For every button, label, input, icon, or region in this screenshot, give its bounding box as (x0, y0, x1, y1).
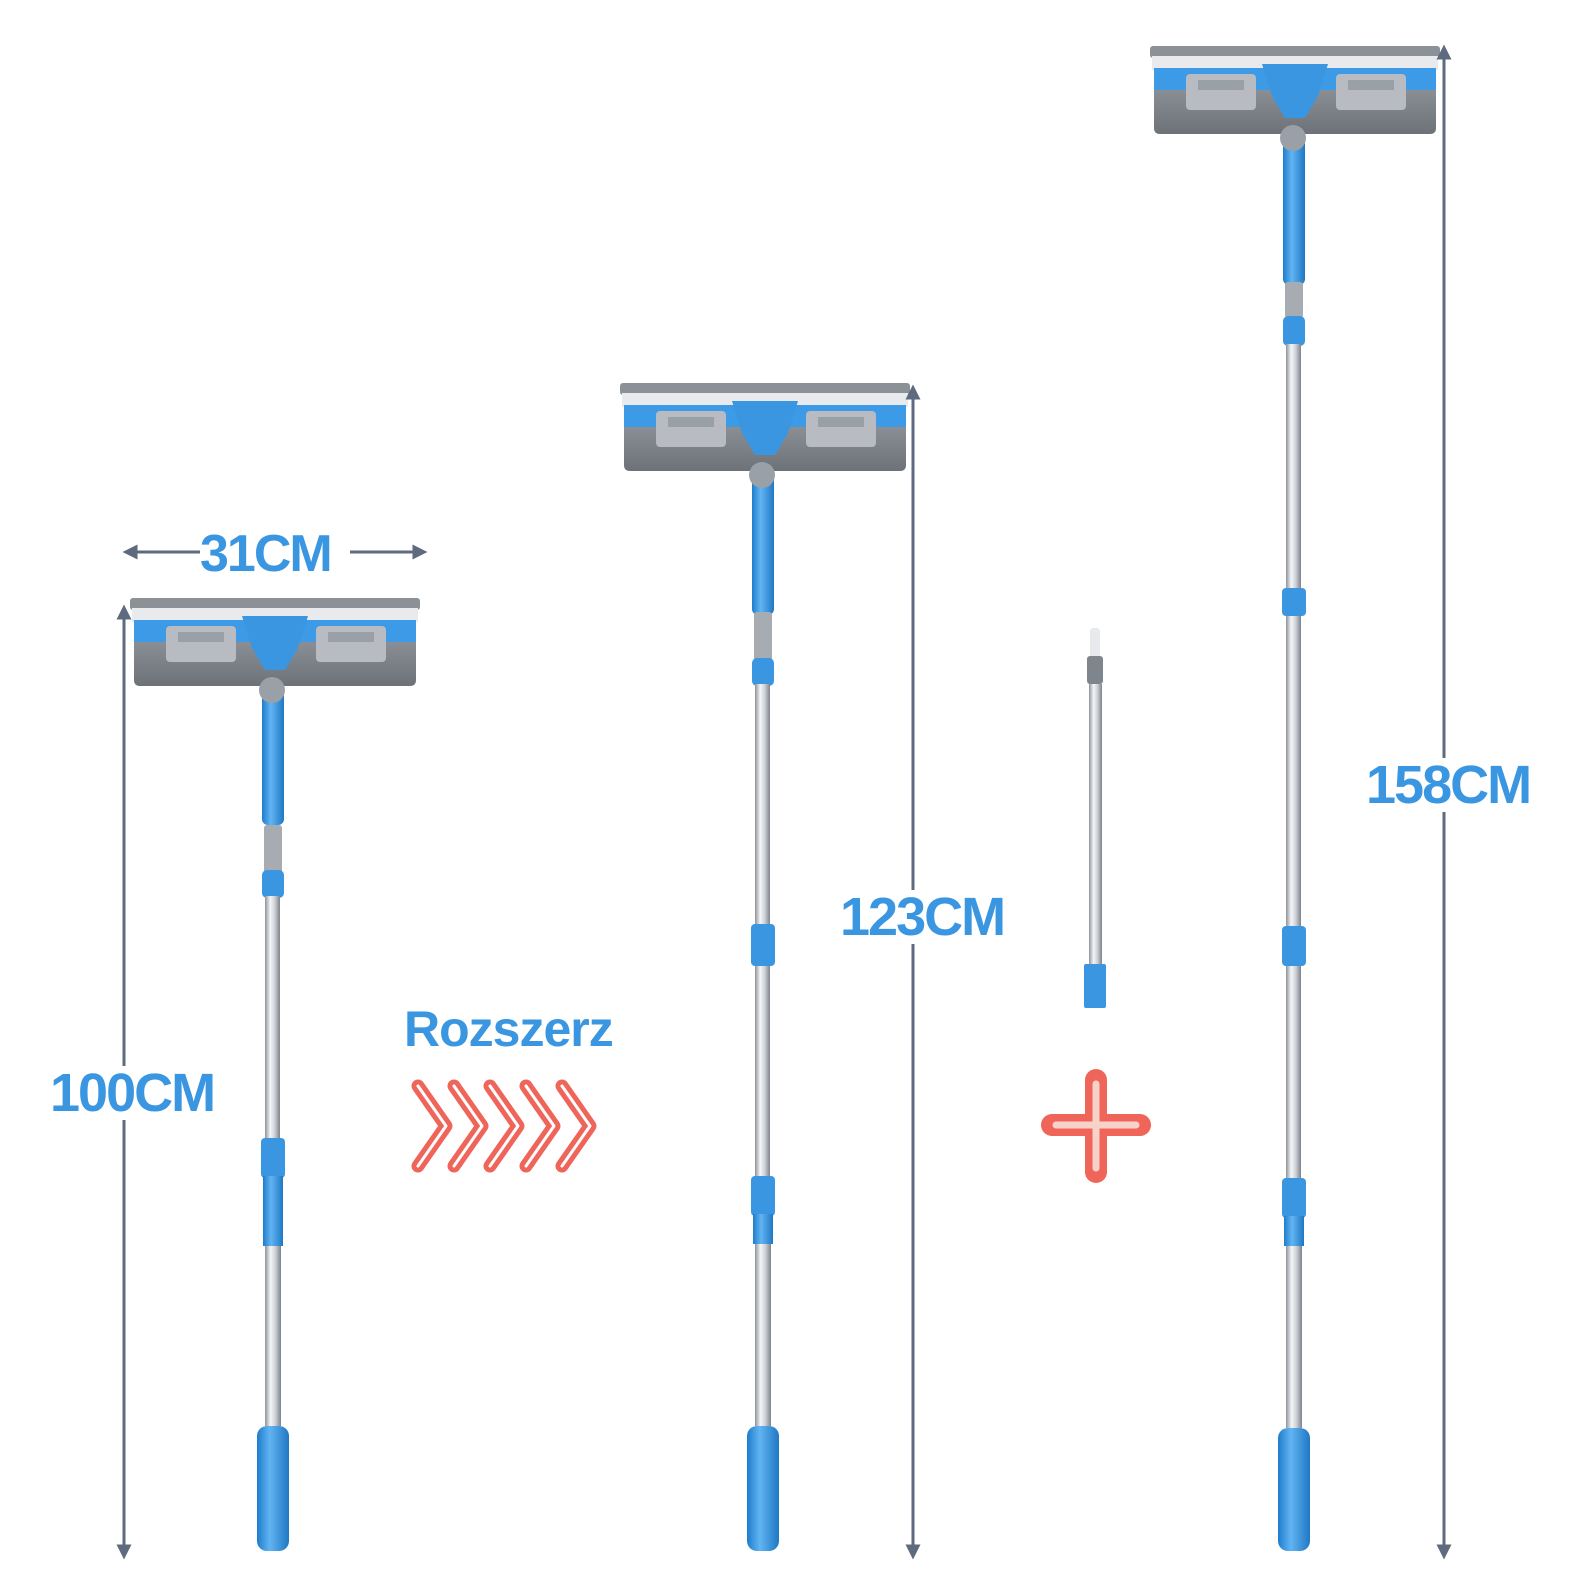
chevron-arrows-icon (411, 1079, 597, 1173)
mop-long (1150, 46, 1440, 1551)
width-label: 31CM (200, 525, 333, 583)
extend-label: Rozszerz (404, 1001, 614, 1057)
height-label-short: 100CM (46, 1066, 219, 1120)
plus-icon (1041, 1069, 1151, 1183)
mop-short (130, 598, 420, 1551)
mop-mid (620, 383, 910, 1551)
height-label-mid: 123CM (836, 890, 1009, 944)
extension-pole (1084, 628, 1106, 1008)
height-label-long: 158CM (1362, 758, 1535, 812)
